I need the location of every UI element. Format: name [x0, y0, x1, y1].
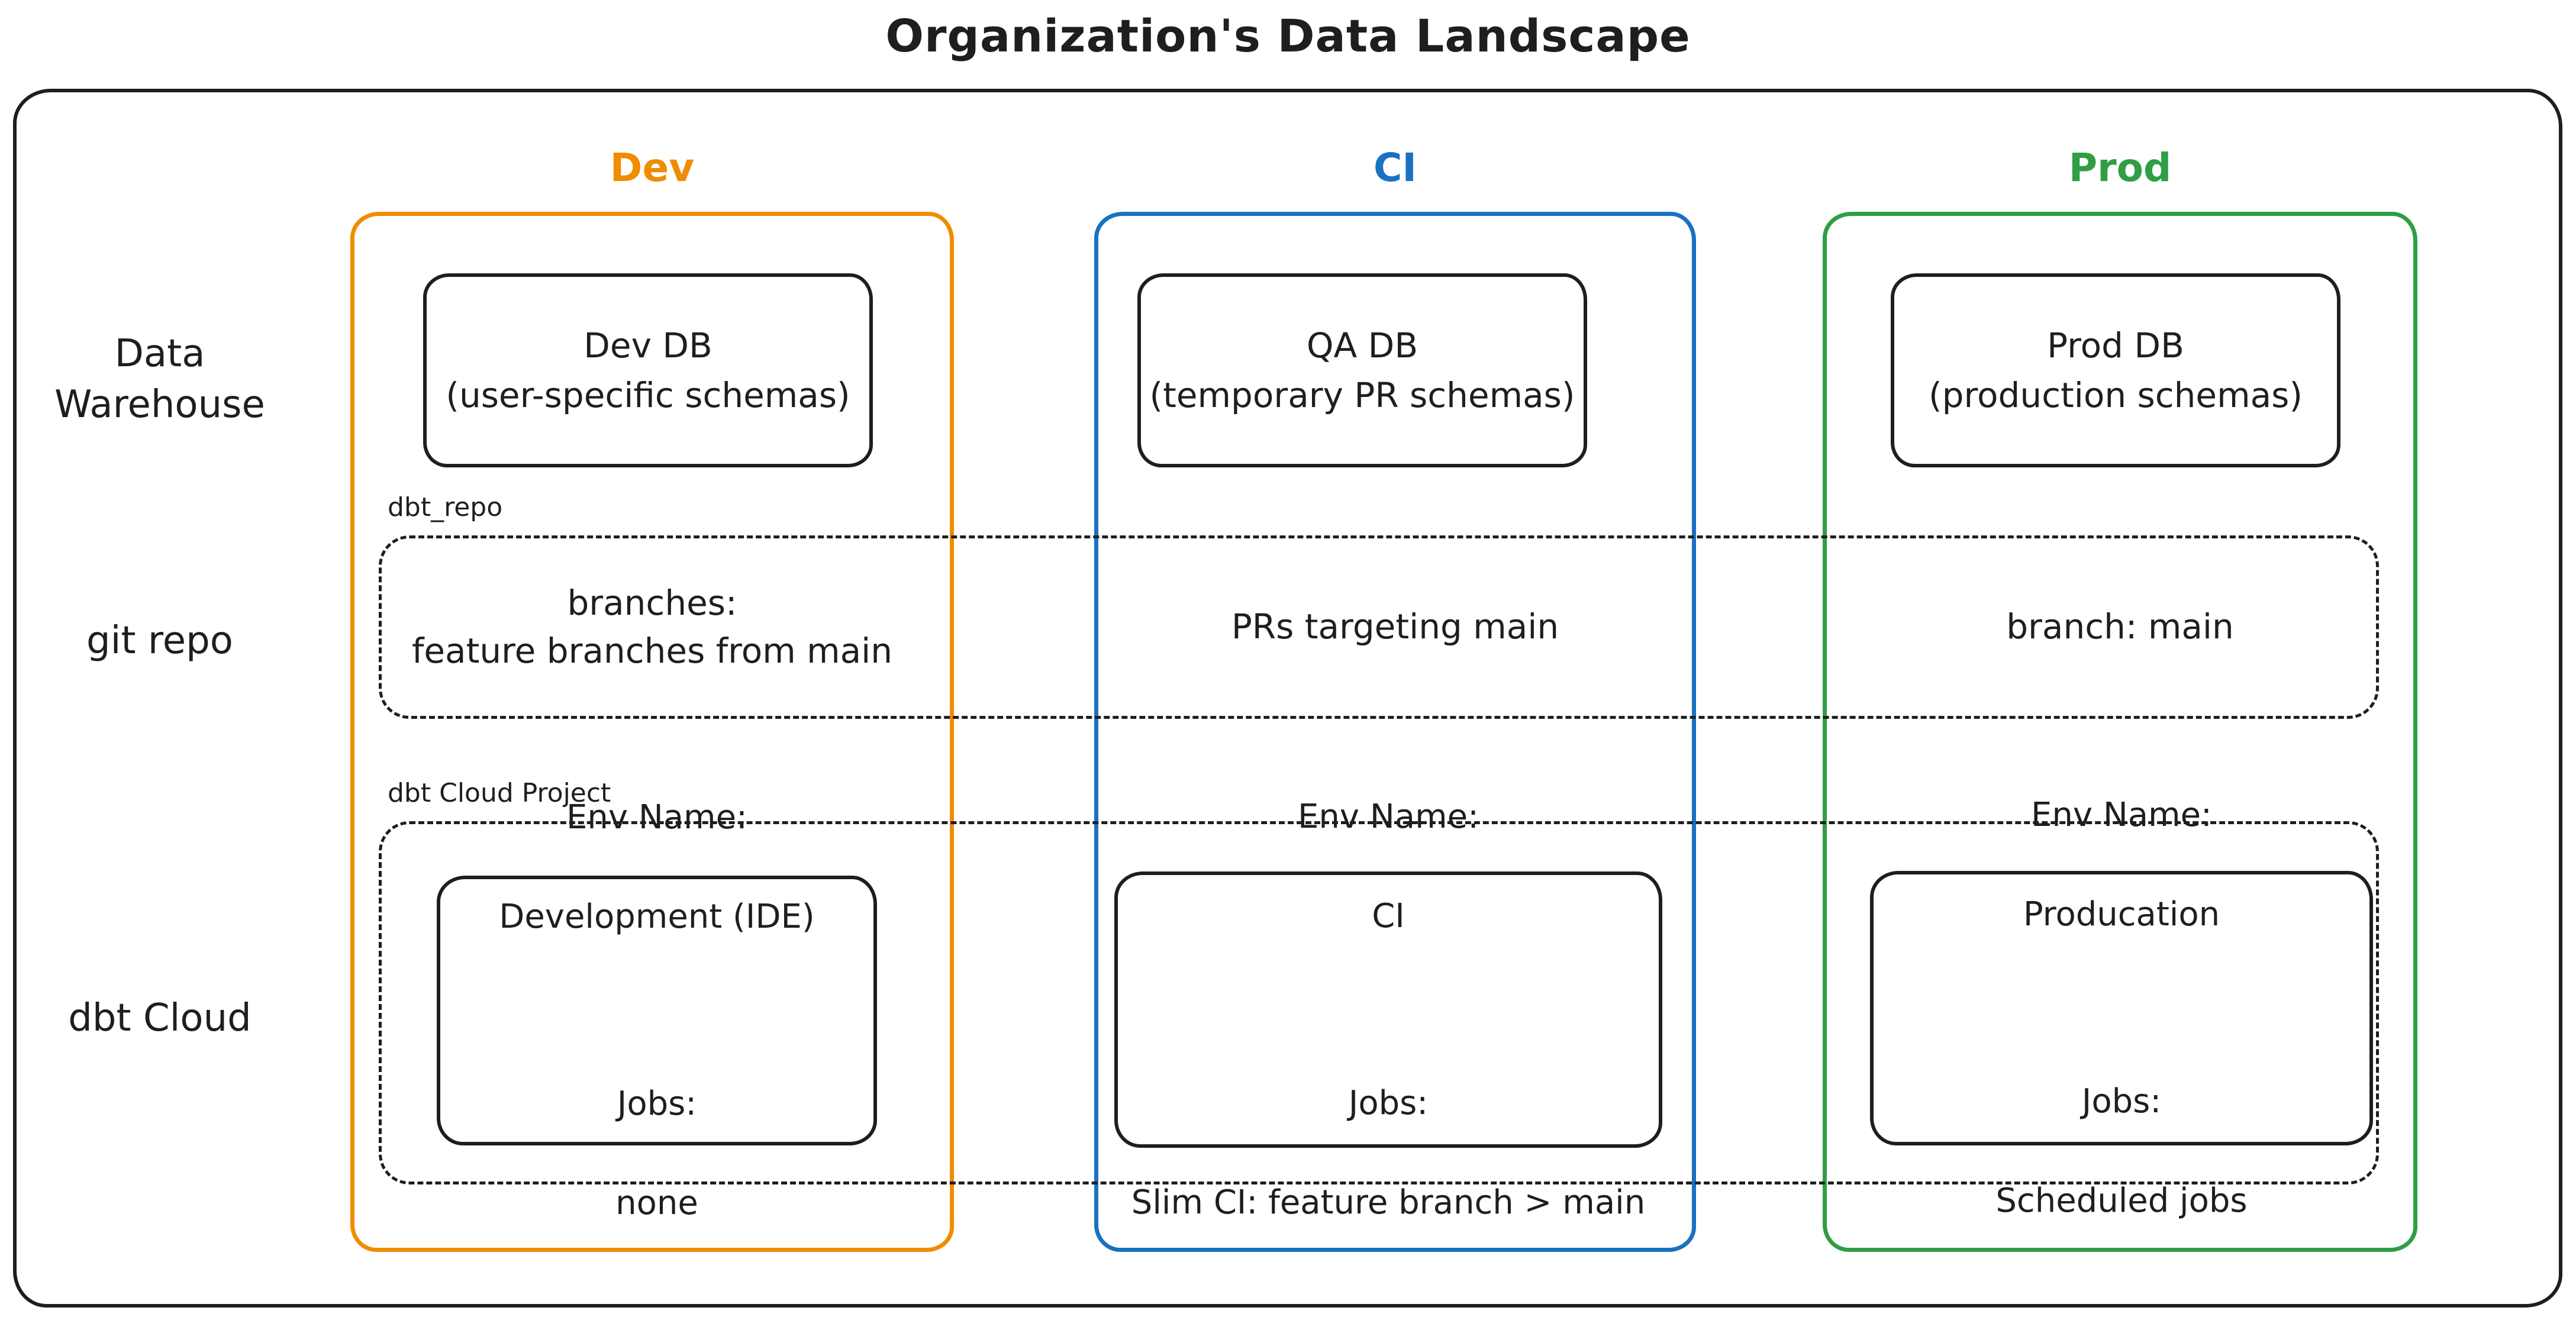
dev-db-title: Dev DB	[583, 325, 712, 366]
prod-db-title: Prod DB	[2047, 325, 2184, 366]
dev-jobs-value: none	[615, 1184, 698, 1222]
row-label-data-warehouse: Data Warehouse	[54, 332, 265, 427]
prod-jobs-value: Scheduled jobs	[1995, 1182, 2248, 1220]
dbt-repo-label: dbt_repo	[388, 492, 503, 522]
prod-column-box	[1823, 212, 2417, 1252]
dev-column-box	[350, 212, 954, 1252]
prod-db-box: Prod DB (production schemas)	[1891, 273, 2340, 467]
dev-env-name-value: Development (IDE)	[499, 898, 815, 936]
prod-env-box: Env Name: Producation Jobs: Scheduled jo…	[1870, 796, 2373, 1220]
prod-env-name-label: Env Name:	[2031, 796, 2212, 834]
dev-db-subtitle: (user-specific schemas)	[446, 375, 850, 415]
row-label-git-repo: git repo	[86, 619, 233, 663]
ci-jobs-group: Jobs: Slim CI: feature branch > main	[1131, 1029, 1645, 1277]
ci-column-box	[1094, 212, 1696, 1252]
git-prod-branch-text: branch: main	[2006, 606, 2234, 647]
prod-jobs-label: Jobs:	[2081, 1082, 2162, 1121]
dev-jobs-label: Jobs:	[617, 1084, 697, 1123]
dev-env-name-label: Env Name:	[566, 798, 747, 837]
ci-jobs-value: Slim CI: feature branch > main	[1131, 1183, 1646, 1222]
dev-column-header: Dev	[610, 145, 695, 191]
ci-env-name-value: CI	[1372, 896, 1405, 935]
dev-db-box: Dev DB (user-specific schemas)	[423, 273, 873, 467]
ci-jobs-label: Jobs:	[1348, 1083, 1429, 1122]
dev-env-name-group: Env Name: Development (IDE)	[499, 743, 815, 992]
prod-jobs-group: Jobs: Scheduled jobs	[1995, 1027, 2247, 1276]
qa-db-box: QA DB (temporary PR schemas)	[1137, 273, 1587, 467]
git-ci-prs-text: PRs targeting main	[1231, 606, 1559, 647]
diagram-title: Organization's Data Landscape	[885, 9, 1691, 62]
dev-env-box: Env Name: Development (IDE) Jobs: none	[437, 798, 877, 1222]
row-label-dbt-cloud: dbt Cloud	[68, 996, 252, 1040]
prod-db-subtitle: (production schemas)	[1929, 375, 2303, 415]
dev-jobs-group: Jobs: none	[615, 1029, 698, 1278]
ci-env-name-label: Env Name:	[1298, 797, 1479, 836]
prod-env-name-value: Producation	[2023, 895, 2220, 934]
git-dev-branches-text: branches: feature branches from main	[411, 582, 893, 671]
ci-column-header: CI	[1374, 145, 1417, 191]
diagram-frame	[13, 89, 2562, 1308]
ci-env-name-group: Env Name: CI	[1298, 743, 1479, 991]
qa-db-title: QA DB	[1306, 325, 1418, 366]
dbt-repo-container	[379, 535, 2379, 719]
prod-env-name-group: Env Name: Producation	[2023, 741, 2220, 989]
prod-column-header: Prod	[2068, 145, 2172, 191]
dbt-cloud-project-label: dbt Cloud Project	[388, 778, 611, 808]
dbt-cloud-project-container	[379, 821, 2379, 1184]
qa-db-subtitle: (temporary PR schemas)	[1149, 375, 1575, 415]
ci-env-box: Env Name: CI Jobs: Slim CI: feature bran…	[1114, 798, 1662, 1222]
